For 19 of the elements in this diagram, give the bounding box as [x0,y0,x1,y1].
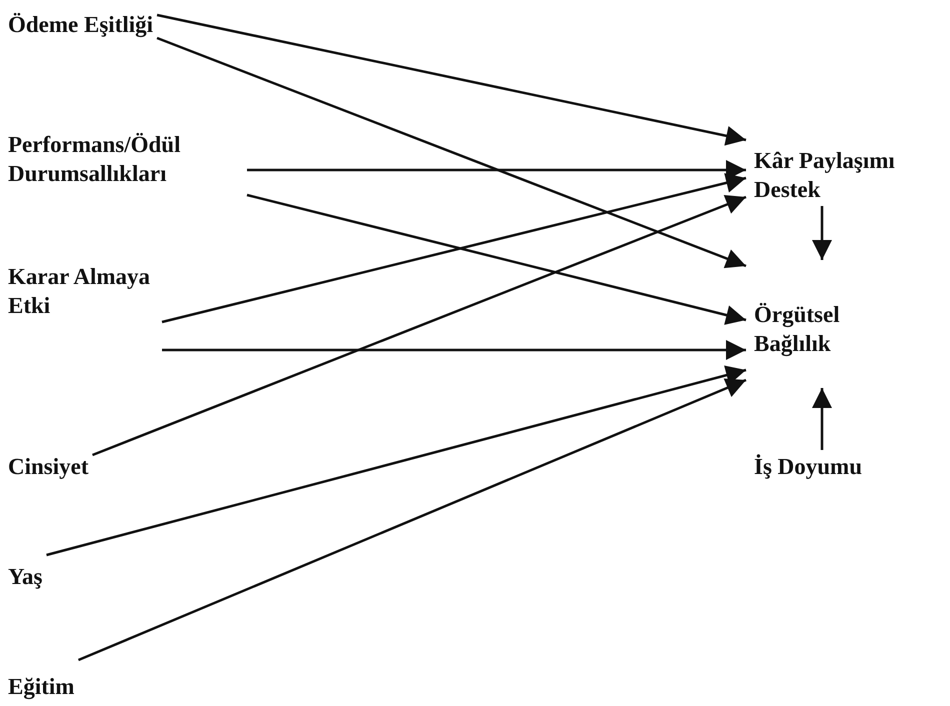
node-label: Cinsiyet [8,452,88,481]
node-label: Performans/Ödül Durumsallıkları [8,130,243,188]
node-label: Eğitim [8,672,74,701]
arrow [812,388,832,450]
node-label: Ödeme Eşitliği [8,10,154,39]
node-label: İş Doyumu [754,452,862,481]
arrow [162,173,746,324]
node-label: Kâr Paylaşımı Destek [754,146,924,204]
node-label: Karar Almaya Etki [8,262,158,320]
arrow [156,36,746,268]
arrow [78,378,746,662]
arrow [812,206,832,260]
arrow [162,340,746,360]
node-label: Yaş [8,562,43,591]
node-label: Örgütsel Bağlılık [754,262,874,386]
arrow [156,14,746,146]
arrow [246,194,746,325]
arrow [46,365,746,556]
arrow [92,195,746,456]
